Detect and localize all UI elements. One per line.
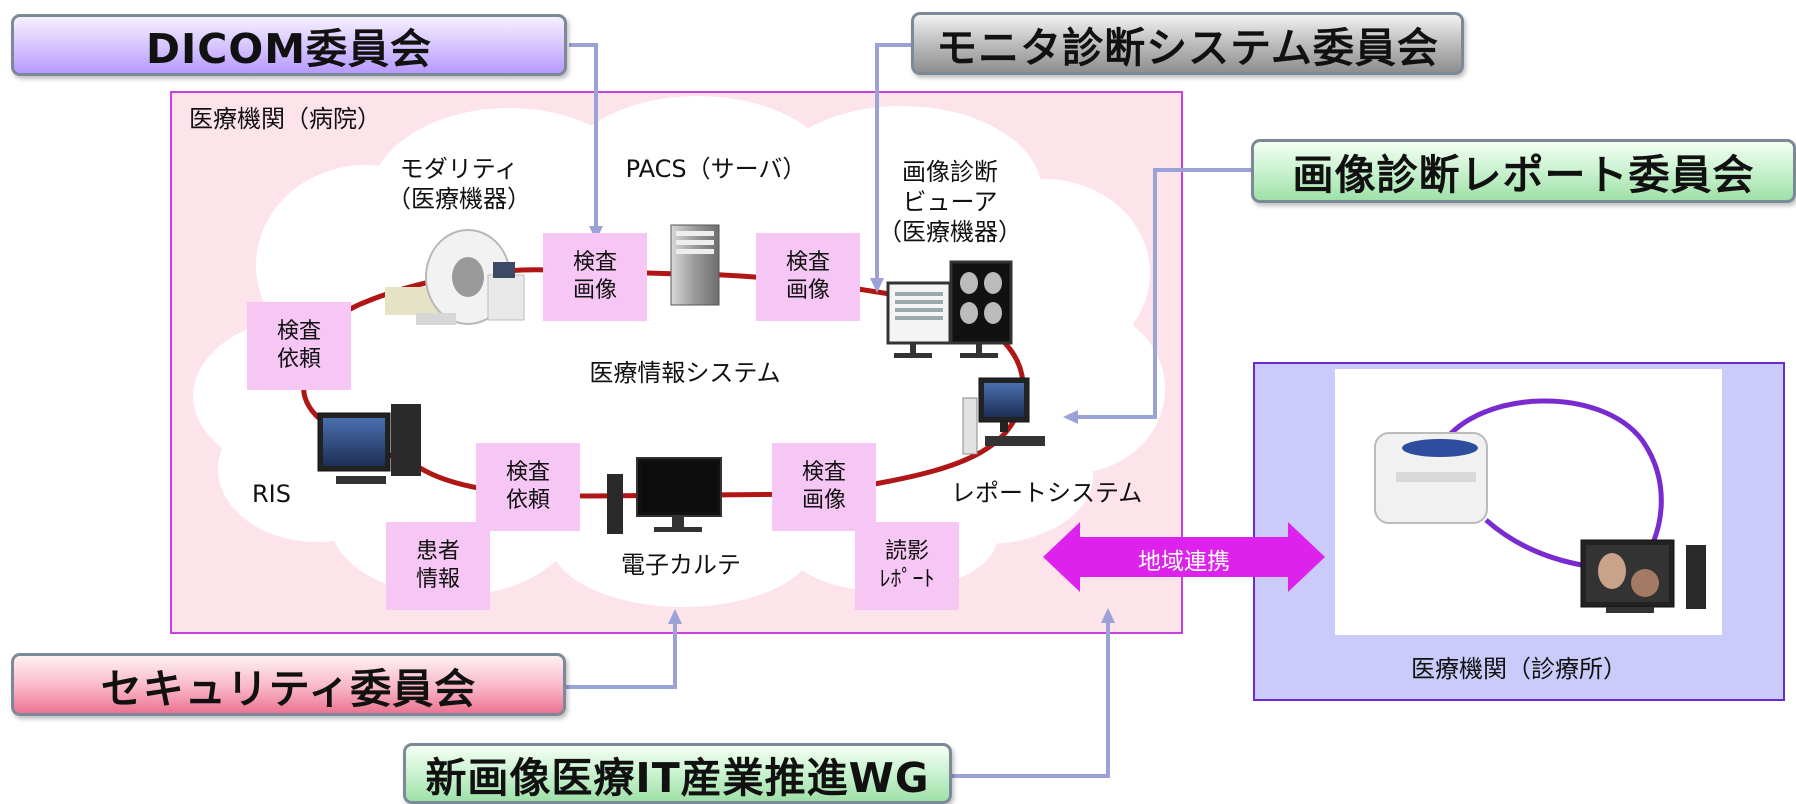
workstation-icon (317, 404, 421, 484)
regional-link: 地域連携 (1043, 522, 1325, 592)
exam-request-tag: 検査依頼 (476, 443, 580, 531)
modality-label-line-1: モダリティ (399, 155, 519, 183)
regional-link-arrow (1043, 522, 1325, 592)
modality-label-line-2: （医療機器） (387, 185, 531, 213)
monitor-committee-label: モニタ診断システム委員会 (936, 23, 1439, 72)
hospital-title: 医療機関（病院） (189, 105, 381, 133)
tag-line: 依頼 (276, 347, 321, 372)
ris-label: RIS (252, 480, 291, 508)
desktop-pc-icon (607, 457, 722, 534)
report-system-label: レポートシステム (951, 479, 1143, 507)
report-committee-banner: 画像診断レポート委員会 (1251, 139, 1796, 203)
tag-line: ﾚﾎﾟｰﾄ (879, 567, 935, 592)
tag-line: 情報 (415, 567, 460, 592)
tag-line: 画像 (572, 278, 617, 303)
viewer-label-line-1: 画像診断 (902, 158, 998, 186)
patient-info-tag: 患者情報 (386, 522, 490, 610)
security-committee-label: セキュリティ委員会 (100, 664, 477, 713)
viewer-label-line-3: （医療機器） (878, 218, 1022, 246)
reading-report-tag: 読影 ﾚﾎﾟｰﾄ (855, 522, 959, 610)
tag-line: 検査 (572, 250, 617, 275)
ct-scanner-icon (385, 229, 525, 325)
exam-request-tag: 検査依頼 (247, 302, 351, 390)
workstation-icon (1580, 539, 1706, 613)
ehr-label: 電子カルテ (621, 551, 741, 579)
tag-line: 検査 (505, 460, 550, 485)
clinic-title: 医療機関（診療所） (1411, 655, 1627, 683)
wg-label: 新画像医療IT産業推進WG (425, 753, 930, 802)
exam-image-tag: 検査画像 (772, 443, 876, 531)
tag-line: 検査 (801, 460, 846, 485)
report-committee-label: 画像診断レポート委員会 (1292, 151, 1755, 199)
monitor-committee-banner: モニタ診断システム委員会 (911, 12, 1464, 75)
dicom-committee-banner: DICOM委員会 (11, 14, 567, 76)
dicom-committee-label: DICOM委員会 (145, 25, 433, 73)
exam-image-tag: 検査画像 (543, 233, 647, 321)
exam-image-tag: 検査画像 (756, 233, 860, 321)
desktop-pc-icon (962, 377, 1045, 455)
viewer-label-line-2: ビューア (902, 188, 998, 216)
tag-line: 検査 (276, 319, 321, 344)
tag-line: 検査 (785, 250, 830, 275)
tag-line: 画像 (785, 278, 830, 303)
dual-monitor-icon (886, 260, 1013, 358)
printer-scanner-icon (1374, 432, 1488, 524)
server-tower-icon (670, 224, 720, 306)
tag-line: 患者 (415, 539, 460, 564)
regional-link-label: 地域連携 (1138, 549, 1230, 575)
viewer-label: 画像診断 ビューア （医療機器） (870, 157, 1030, 247)
modality-label: モダリティ （医療機器） (376, 154, 542, 214)
tag-line: 依頼 (505, 488, 550, 513)
network-label: 医療情報システム (589, 359, 781, 387)
tag-line: 画像 (801, 488, 846, 513)
security-committee-banner: セキュリティ委員会 (11, 653, 566, 716)
tag-line: 読影 (884, 539, 929, 564)
committee-connectors (566, 43, 1251, 778)
wg-banner: 新画像医療IT産業推進WG (403, 743, 952, 804)
pacs-label: PACS（サーバ） (625, 155, 807, 183)
